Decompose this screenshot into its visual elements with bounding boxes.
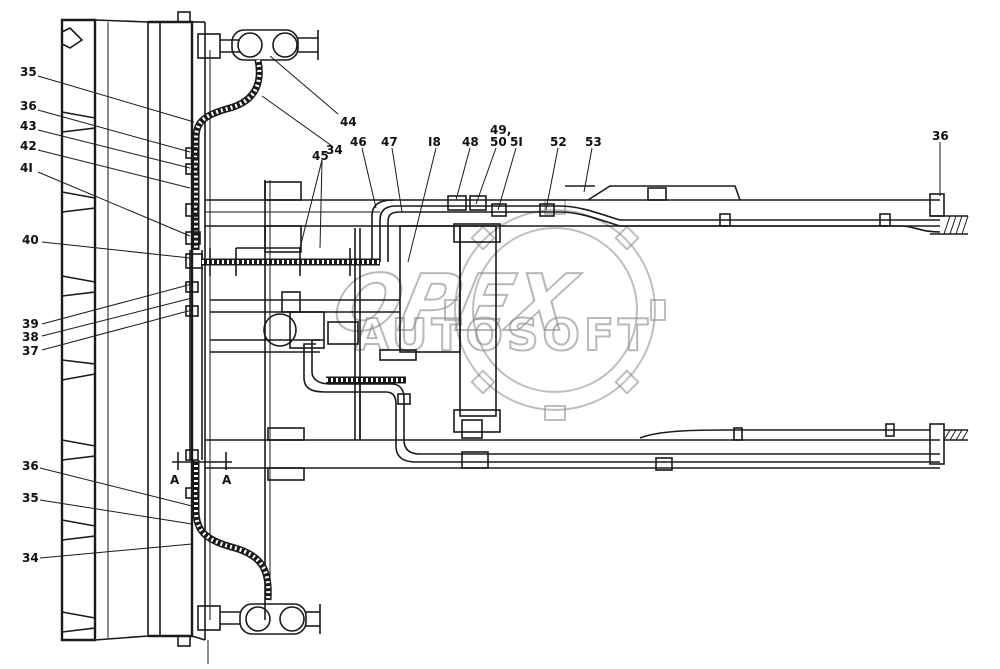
section-mark-left: A bbox=[170, 473, 180, 487]
label-36-top: 36 bbox=[20, 99, 37, 113]
bottom-cylinder bbox=[197, 603, 321, 664]
hatched-end-upper bbox=[943, 215, 969, 235]
label-42: 42 bbox=[20, 139, 37, 153]
top-cylinder bbox=[197, 29, 319, 61]
label-50: 50 bbox=[490, 135, 507, 149]
label-34-top: 34 bbox=[326, 143, 343, 157]
label-37: 37 bbox=[22, 344, 39, 358]
label-44: 44 bbox=[340, 115, 357, 129]
label-43: 43 bbox=[20, 119, 37, 133]
watermark-sub: AUTOSOFT bbox=[355, 310, 652, 361]
central-structure bbox=[210, 223, 501, 440]
upper-arm-hoses bbox=[371, 195, 941, 262]
label-49: 49, bbox=[490, 123, 511, 137]
label-48: 48 bbox=[462, 135, 479, 149]
left-vertical-hoses bbox=[185, 59, 272, 601]
label-46: 46 bbox=[350, 135, 367, 149]
part-labels: 35 36 43 42 4I 40 39 38 37 36 35 34 44 3… bbox=[20, 65, 949, 565]
label-36-bottom: 36 bbox=[22, 459, 39, 473]
label-34-bottom: 34 bbox=[22, 551, 39, 565]
label-39: 39 bbox=[22, 317, 39, 331]
middle-hose-block bbox=[202, 247, 380, 276]
section-mark: A A bbox=[170, 452, 232, 487]
hatched-end-lower bbox=[943, 429, 969, 441]
label-35-top: 35 bbox=[20, 65, 37, 79]
label-52: 52 bbox=[550, 135, 567, 149]
label-40: 40 bbox=[22, 233, 39, 247]
label-47: 47 bbox=[381, 135, 398, 149]
label-45: 45 bbox=[312, 149, 329, 163]
upper-arm bbox=[205, 181, 969, 253]
leader-lines bbox=[37, 55, 941, 559]
label-35-bottom: 35 bbox=[22, 491, 39, 505]
label-18: I8 bbox=[428, 135, 441, 149]
blade-teeth bbox=[61, 27, 96, 633]
label-53: 53 bbox=[585, 135, 602, 149]
label-36-right: 36 bbox=[932, 129, 949, 143]
lower-arm bbox=[205, 419, 969, 481]
section-mark-right: A bbox=[222, 473, 232, 487]
watermark-brand: OPEX bbox=[326, 258, 586, 349]
watermark: OPEX AUTOSOFT bbox=[325, 199, 666, 421]
label-38: 38 bbox=[22, 330, 39, 344]
label-41: 4I bbox=[20, 161, 33, 175]
label-51: 5I bbox=[510, 135, 523, 149]
lower-hoses bbox=[303, 339, 940, 463]
